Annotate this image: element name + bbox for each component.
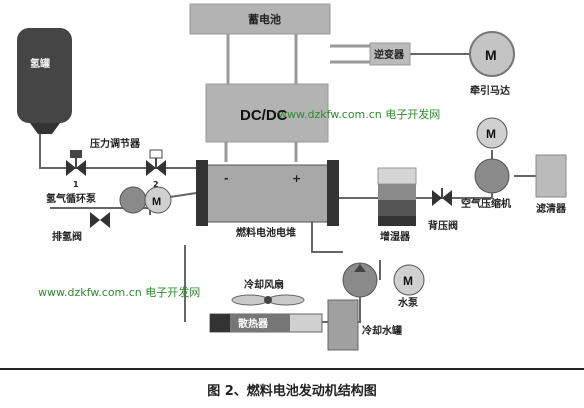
valve-1-number: 1: [73, 180, 79, 189]
air-filter-label: 滤清器: [536, 202, 567, 215]
hydrogen-recirculation-pump: M 氢气循环泵: [46, 186, 172, 214]
watermark-top: www.dzkfw.com.cn 电子开发网: [278, 107, 440, 121]
inverter: 逆变器: [369, 42, 411, 66]
back-pressure-valve: 背压阀: [428, 188, 458, 232]
stack-plus-terminal: +: [292, 172, 301, 185]
dcdc-converter: DC/DC: [205, 83, 329, 143]
valve-1-icon: [66, 150, 86, 176]
pressure-regulator-label: 压力调节器: [90, 137, 141, 150]
back-pressure-valve-label: 背压阀: [428, 219, 458, 232]
traction-motor: M 牵引马达: [469, 31, 515, 97]
traction-motor-label: 牵引马达: [470, 84, 510, 97]
recirc-pump-label: 氢气循环泵: [46, 192, 97, 205]
pressure-regulator: 压力调节器 1 2: [66, 137, 166, 189]
stack-minus-terminal: -: [224, 172, 229, 185]
water-pump-label: 水泵: [397, 296, 419, 309]
coolant-tank-label: 冷却水罐: [362, 324, 402, 337]
traction-motor-symbol: M: [485, 47, 497, 63]
compressor-motor-symbol: M: [486, 127, 496, 141]
watermark-bottom: www.dzkfw.com.cn 电子开发网: [38, 285, 200, 299]
valve-2-number: 2: [153, 180, 159, 189]
air-compressor-label: 空气压缩机: [461, 197, 511, 210]
hydrogen-tank-label: 氢罐: [30, 57, 50, 70]
figure-caption-text: 图 2、燃料电池发动机结构图: [207, 383, 377, 399]
fuel-cell-stack: - + 燃料电池电堆: [196, 160, 339, 239]
battery-label: 蓄电池: [248, 12, 281, 26]
recirc-pump-motor-symbol: M: [152, 196, 161, 208]
fuel-cell-engine-diagram: 氢罐 蓄电池 DC/DC 逆变器 M 牵引马达 www.dzkfw.com.cn…: [17, 3, 567, 351]
fuel-cell-stack-label: 燃料电池电堆: [236, 226, 296, 239]
air-filter: 滤清器: [535, 154, 567, 215]
water-pump-motor-symbol: M: [403, 274, 413, 288]
purge-valve-label: 排氢阀: [52, 230, 82, 243]
dc-bus-lines: [224, 34, 370, 162]
figure-caption: 图 2、燃料电池发动机结构图: [0, 368, 584, 408]
valve-2-icon: [146, 149, 166, 176]
battery: 蓄电池: [189, 3, 331, 35]
hydrogen-purge-valve: 排氢阀: [52, 212, 110, 243]
cooling-fan: 冷却风扇: [231, 278, 305, 306]
dcdc-label: DC/DC: [240, 107, 288, 124]
cooling-fan-label: 冷却风扇: [244, 278, 284, 291]
coolant-tank: 冷却水罐: [327, 299, 402, 351]
hydrogen-tank: 氢罐: [17, 28, 72, 134]
water-pump: M 水泵: [342, 262, 425, 309]
radiator-label: 散热器: [238, 317, 269, 330]
radiator: 散热器: [209, 313, 323, 333]
humidifier-label: 增湿器: [380, 230, 411, 243]
inverter-label: 逆变器: [374, 48, 405, 61]
humidifier: 增湿器: [377, 167, 417, 243]
air-compressor: M 空气压缩机: [461, 117, 511, 210]
